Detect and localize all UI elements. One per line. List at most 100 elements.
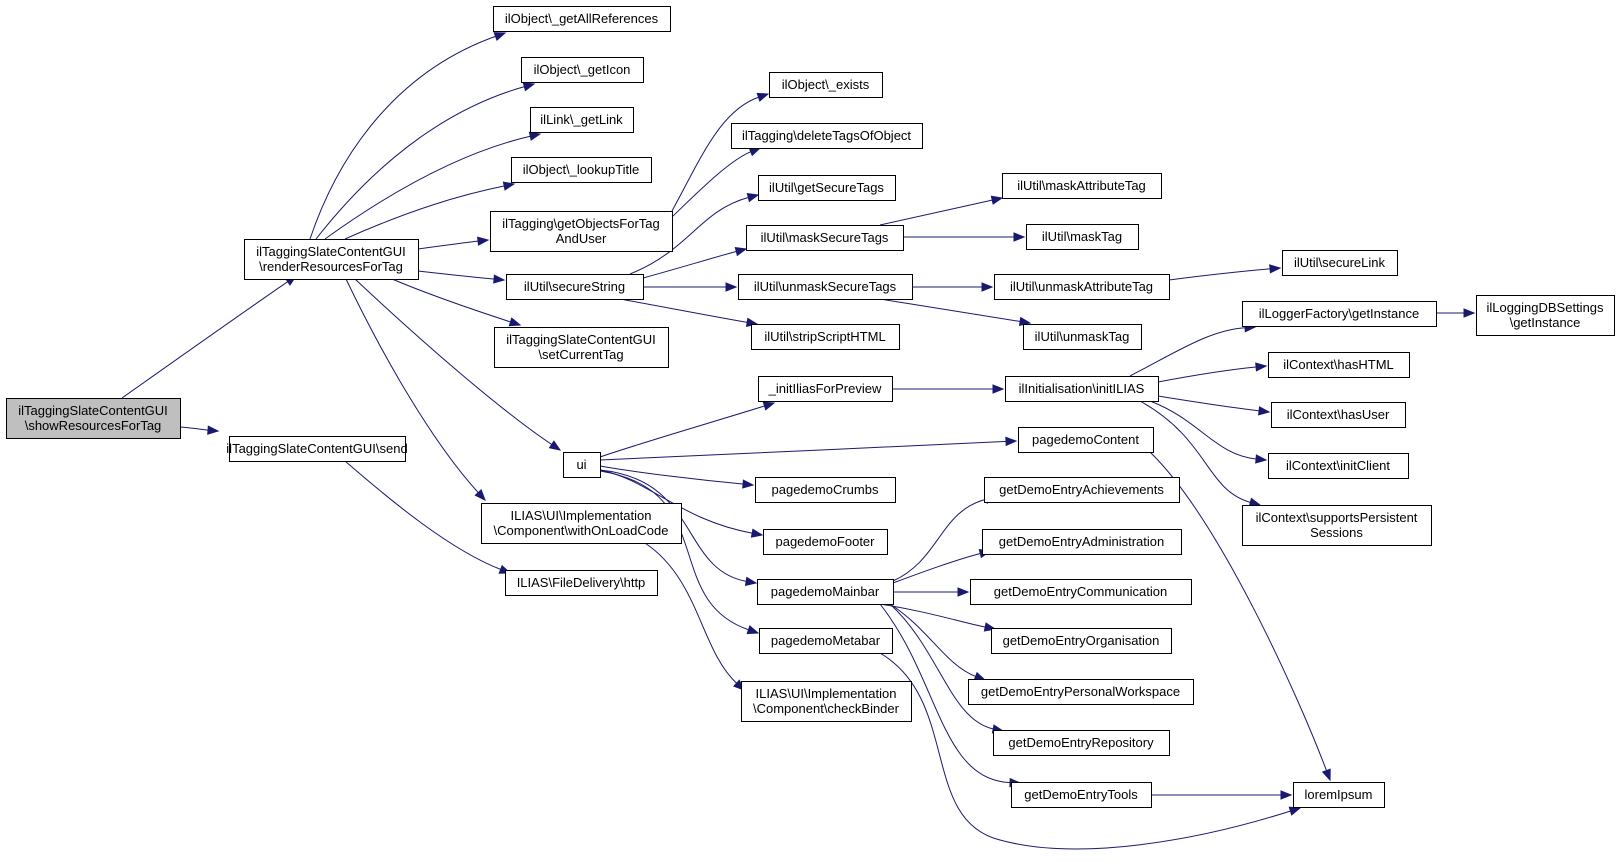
- call-graph-node-ui[interactable]: ui: [563, 452, 601, 478]
- call-edge-ui-to-pagedemoCrumbs: [599, 465, 755, 489]
- call-graph-node-unmaskAttributeTag[interactable]: ilUtil\unmaskAttributeTag: [994, 274, 1170, 300]
- arrowhead-icon: [493, 274, 506, 284]
- call-graph-node-loremIpsum[interactable]: loremIpsum: [1293, 782, 1385, 808]
- call-graph-node-getDemoEntryRepository[interactable]: getDemoEntryRepository: [993, 730, 1170, 756]
- call-graph-node-pagedemoCrumbs[interactable]: pagedemoCrumbs: [755, 477, 896, 503]
- call-edge-line: [879, 298, 1022, 323]
- arrowhead-icon: [744, 576, 758, 586]
- call-graph-node-http[interactable]: ILIAS\FileDelivery\http: [505, 570, 658, 596]
- call-edge-initIliasForPreview-to-initILIAS: [892, 384, 1005, 394]
- call-graph-node-checkBinder[interactable]: ILIAS\UI\Implementation\Component\checkB…: [741, 681, 912, 722]
- arrowhead-icon: [756, 92, 770, 102]
- arrowhead-icon: [1013, 232, 1026, 242]
- node-label-line: pagedemoMetabar: [771, 633, 881, 648]
- call-graph-node-showResourcesForTag[interactable]: ilTaggingSlateContentGUI\showResourcesFo…: [6, 398, 181, 439]
- call-graph-node-stripScriptHTML[interactable]: ilUtil\stripScriptHTML: [751, 324, 900, 350]
- call-graph-node-unmaskSecureTags[interactable]: ilUtil\unmaskSecureTags: [738, 274, 913, 300]
- call-graph-node-hasUser[interactable]: ilContext\hasUser: [1271, 402, 1406, 428]
- arrowhead-icon: [762, 401, 776, 411]
- call-graph-node-pagedemoContent[interactable]: pagedemoContent: [1018, 427, 1154, 453]
- call-graph-node-exists[interactable]: ilObject\_exists: [769, 72, 883, 98]
- call-edge-line: [892, 552, 982, 584]
- call-graph-node-getAllReferences[interactable]: ilObject\_getAllReferences: [493, 6, 671, 32]
- node-box: [755, 477, 896, 503]
- node-label-line: getDemoEntryAchievements: [999, 482, 1164, 497]
- node-label-line: getDemoEntryRepository: [1008, 735, 1154, 750]
- node-label-line: ilUtil\maskSecureTags: [761, 230, 889, 245]
- call-edge-initILIAS-to-initClient: [1149, 400, 1268, 464]
- call-graph-node-setCurrentTag[interactable]: ilTaggingSlateContentGUI\setCurrentTag: [494, 327, 669, 368]
- call-graph-node-maskTag[interactable]: ilUtil\maskTag: [1026, 224, 1139, 250]
- node-box: [6, 398, 181, 439]
- call-graph-node-getDemoEntryAdministration[interactable]: getDemoEntryAdministration: [982, 529, 1182, 555]
- call-graph-node-getSecureTags[interactable]: ilUtil\getSecureTags: [758, 175, 896, 201]
- call-graph-node-unmaskTag[interactable]: ilUtil\unmaskTag: [1023, 324, 1142, 350]
- call-graph-node-lookupTitle[interactable]: ilObject\_lookupTitle: [511, 157, 652, 183]
- call-graph-nodes: ilTaggingSlateContentGUI\showResourcesFo…: [6, 6, 1615, 808]
- node-label-line: ILIAS\UI\Implementation: [756, 686, 897, 701]
- arrowhead-icon: [477, 236, 490, 246]
- node-label-line: \Component\checkBinder: [753, 701, 900, 716]
- node-label-line: AndUser: [556, 231, 607, 246]
- call-graph-node-getDemoEntryTools[interactable]: getDemoEntryTools: [1011, 782, 1152, 808]
- call-graph-node-pagedemoMainbar[interactable]: pagedemoMainbar: [757, 579, 894, 605]
- call-edge-line: [599, 405, 766, 458]
- call-graph-node-withOnLoadCode[interactable]: ILIAS\UI\Implementation\Component\withOn…: [481, 503, 682, 544]
- call-graph-node-send[interactable]: ilTaggingSlateContentGUI\send: [226, 436, 408, 462]
- node-box: [758, 175, 896, 201]
- call-graph-node-initILIAS[interactable]: ilInitialisation\initILIAS: [1005, 376, 1159, 402]
- call-edge-renderResourcesForTag-to-getAllReferences: [309, 32, 507, 240]
- arrowhead-icon: [992, 384, 1005, 394]
- call-graph-node-getDemoEntryPersonalWorkspace[interactable]: getDemoEntryPersonalWorkspace: [968, 679, 1194, 705]
- node-label-line: ilObject\_lookupTitle: [523, 162, 640, 177]
- call-graph-node-pagedemoMetabar[interactable]: pagedemoMetabar: [759, 628, 893, 654]
- call-edge-loggerGetInstance-to-dbSettingsGetInstance: [1436, 308, 1476, 318]
- arrowhead-icon: [1463, 308, 1476, 318]
- node-box: [991, 628, 1172, 654]
- call-edge-showResourcesForTag-to-send: [179, 425, 220, 435]
- arrowhead-icon: [725, 282, 738, 292]
- node-box: [1026, 224, 1139, 250]
- call-graph-node-initIliasForPreview[interactable]: _initIliasForPreview: [758, 376, 893, 402]
- call-edge-renderResourcesForTag-to-setCurrentTag: [391, 278, 522, 327]
- call-edge-line: [1157, 366, 1258, 383]
- call-graph-node-getIcon[interactable]: ilObject\_getIcon: [521, 57, 644, 83]
- node-box: [738, 274, 913, 300]
- call-graph-node-getDemoEntryAchievements[interactable]: getDemoEntryAchievements: [984, 477, 1180, 503]
- node-label-line: ilTaggingSlateContentGUI: [18, 403, 168, 418]
- call-graph-node-initClient[interactable]: ilContext\initClient: [1268, 453, 1409, 479]
- call-edge-ui-to-initIliasForPreview: [599, 401, 776, 458]
- call-edge-renderResourcesForTag-to-secureString: [417, 270, 506, 284]
- node-label-line: loremIpsum: [1305, 787, 1373, 802]
- call-edge-renderResourcesForTag-to-ui: [354, 278, 562, 451]
- call-graph-node-getLink[interactable]: ilLink\_getLink: [530, 107, 634, 133]
- call-graph-node-renderResourcesForTag[interactable]: ilTaggingSlateContentGUI\renderResources…: [244, 239, 419, 280]
- call-graph-node-pagedemoFooter[interactable]: pagedemoFooter: [763, 529, 888, 555]
- call-edge-line: [599, 470, 750, 631]
- node-box: [244, 239, 419, 280]
- call-graph-node-getDemoEntryOrganisation[interactable]: getDemoEntryOrganisation: [991, 628, 1172, 654]
- call-graph-node-secureString[interactable]: ilUtil\secureString: [506, 274, 644, 300]
- node-label-line: ilLoggerFactory\getInstance: [1259, 306, 1419, 321]
- call-edge-line: [644, 542, 738, 685]
- call-graph-node-maskSecureTags[interactable]: ilUtil\maskSecureTags: [746, 225, 904, 251]
- arrowhead-icon: [474, 489, 486, 501]
- node-label-line: ilContext\supportsPersistent: [1256, 510, 1418, 525]
- node-box: [1005, 376, 1159, 402]
- call-graph-node-deleteTagsOfObject[interactable]: ilTagging\deleteTagsOfObject: [731, 123, 923, 149]
- call-edge-unmaskSecureTags-to-unmaskAttributeTag: [912, 282, 994, 292]
- call-edge-pagedemoMainbar-to-getDemoEntryAdministration: [892, 549, 992, 584]
- node-box: [1018, 427, 1154, 453]
- call-graph-node-loggerGetInstance[interactable]: ilLoggerFactory\getInstance: [1242, 301, 1437, 327]
- call-edge-line: [1149, 400, 1258, 460]
- call-edge-line: [179, 426, 210, 431]
- call-graph-node-dbSettingsGetInstance[interactable]: ilLoggingDBSettings\getInstance: [1476, 295, 1615, 336]
- call-graph-node-maskAttributeTag[interactable]: ilUtil\maskAttributeTag: [1002, 173, 1162, 199]
- call-graph-node-getDemoEntryCommunication[interactable]: getDemoEntryCommunication: [970, 579, 1192, 605]
- call-graph-node-secureLink[interactable]: ilUtil\secureLink: [1282, 250, 1398, 276]
- node-box: [1268, 352, 1410, 378]
- call-edge-unmaskSecureTags-to-unmaskTag: [879, 298, 1032, 327]
- call-graph-node-hasHTML[interactable]: ilContext\hasHTML: [1268, 352, 1410, 378]
